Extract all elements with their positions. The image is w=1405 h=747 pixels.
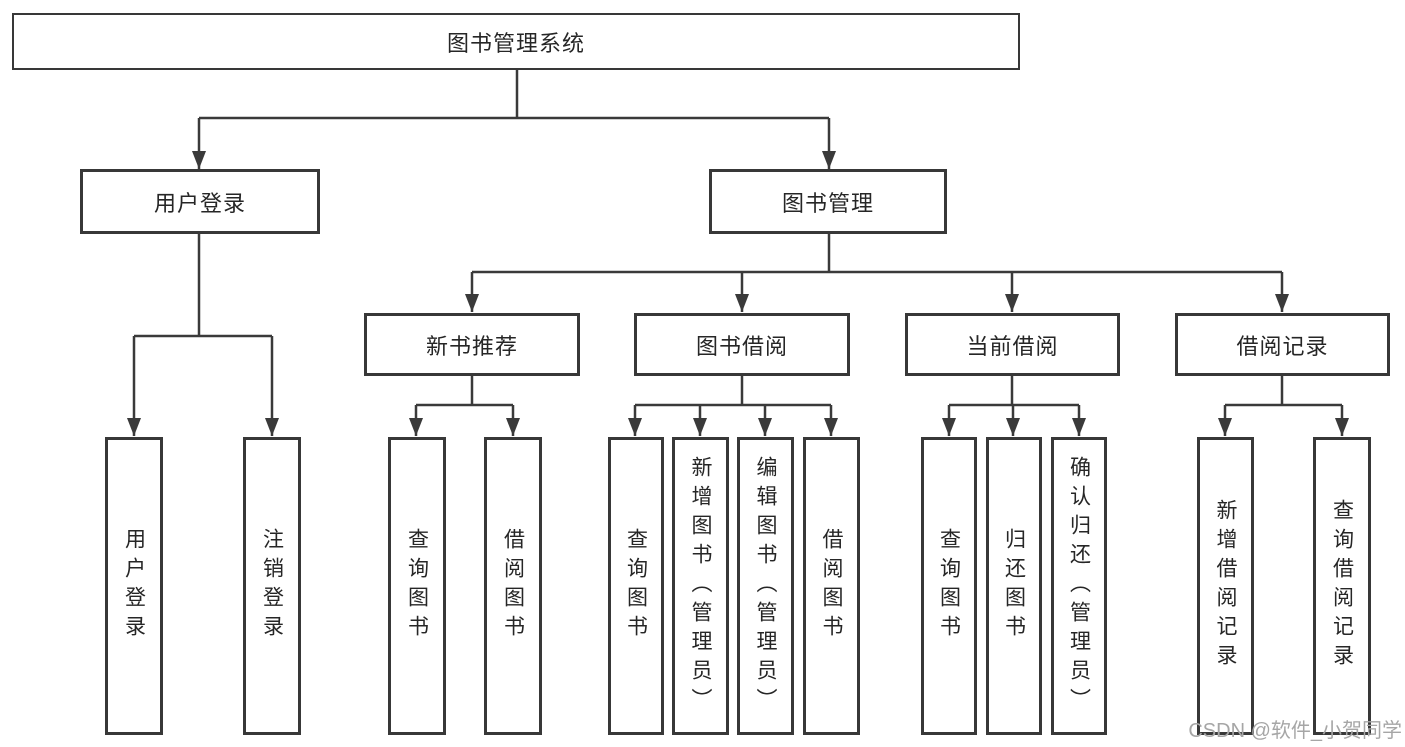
connector-book-management-trunk (472, 234, 1282, 274)
leaf-query-books-1-label: 查询图书 (405, 528, 429, 644)
leaf-logout-label: 注销登录 (260, 528, 284, 644)
leaf-query-books-2-label: 查询图书 (624, 528, 648, 644)
leaf-edit-book-admin: 编辑图书（管理员） (737, 437, 794, 735)
connector-book-borrow-trunk (635, 376, 831, 407)
leaf-query-borrow-record-label: 查询借阅记录 (1330, 499, 1354, 673)
leaf-query-borrow-record: 查询借阅记录 (1313, 437, 1371, 735)
leaf-return-book: 归还图书 (986, 437, 1042, 735)
leaf-confirm-return-admin-label: 确认归还（管理员） (1067, 455, 1091, 717)
leaf-borrow-books-2: 借阅图书 (803, 437, 860, 735)
leaf-add-book-admin-label: 新增图书（管理员） (689, 455, 712, 717)
connector-borrow-records-trunk (1225, 376, 1342, 407)
connector-root-trunk (199, 70, 829, 120)
leaf-confirm-return-admin: 确认归还（管理员） (1051, 437, 1107, 735)
leaf-borrow-books-2-label: 借阅图书 (820, 528, 843, 644)
leaf-edit-book-admin-label: 编辑图书（管理员） (754, 455, 777, 717)
leaf-query-books-3-label: 查询图书 (937, 528, 961, 644)
node-new-book-recommend: 新书推荐 (364, 313, 580, 376)
node-book-management: 图书管理 (709, 169, 947, 234)
leaf-user-login: 用户登录 (105, 437, 163, 735)
leaf-add-borrow-record: 新增借阅记录 (1197, 437, 1254, 735)
leaf-user-login-label: 用户登录 (122, 528, 146, 644)
leaf-add-borrow-record-label: 新增借阅记录 (1214, 499, 1237, 673)
leaf-borrow-books-1: 借阅图书 (484, 437, 542, 735)
leaf-borrow-books-1-label: 借阅图书 (501, 528, 525, 644)
leaf-add-book-admin: 新增图书（管理员） (672, 437, 729, 735)
node-user-login: 用户登录 (80, 169, 320, 234)
leaf-query-books-2: 查询图书 (608, 437, 664, 735)
leaf-logout: 注销登录 (243, 437, 301, 735)
leaf-query-books-3: 查询图书 (921, 437, 977, 735)
connector-current-borrow-trunk (949, 376, 1079, 407)
connector-new-book-trunk (416, 376, 513, 407)
node-borrowing-records: 借阅记录 (1175, 313, 1390, 376)
connector-user-login-trunk (134, 234, 272, 338)
node-book-borrowing: 图书借阅 (634, 313, 850, 376)
node-root: 图书管理系统 (12, 13, 1020, 70)
node-current-borrowing: 当前借阅 (905, 313, 1120, 376)
leaf-query-books-1: 查询图书 (388, 437, 446, 735)
watermark: CSDN @软件_小贺同学 (1188, 720, 1402, 742)
leaf-return-book-label: 归还图书 (1002, 528, 1026, 644)
